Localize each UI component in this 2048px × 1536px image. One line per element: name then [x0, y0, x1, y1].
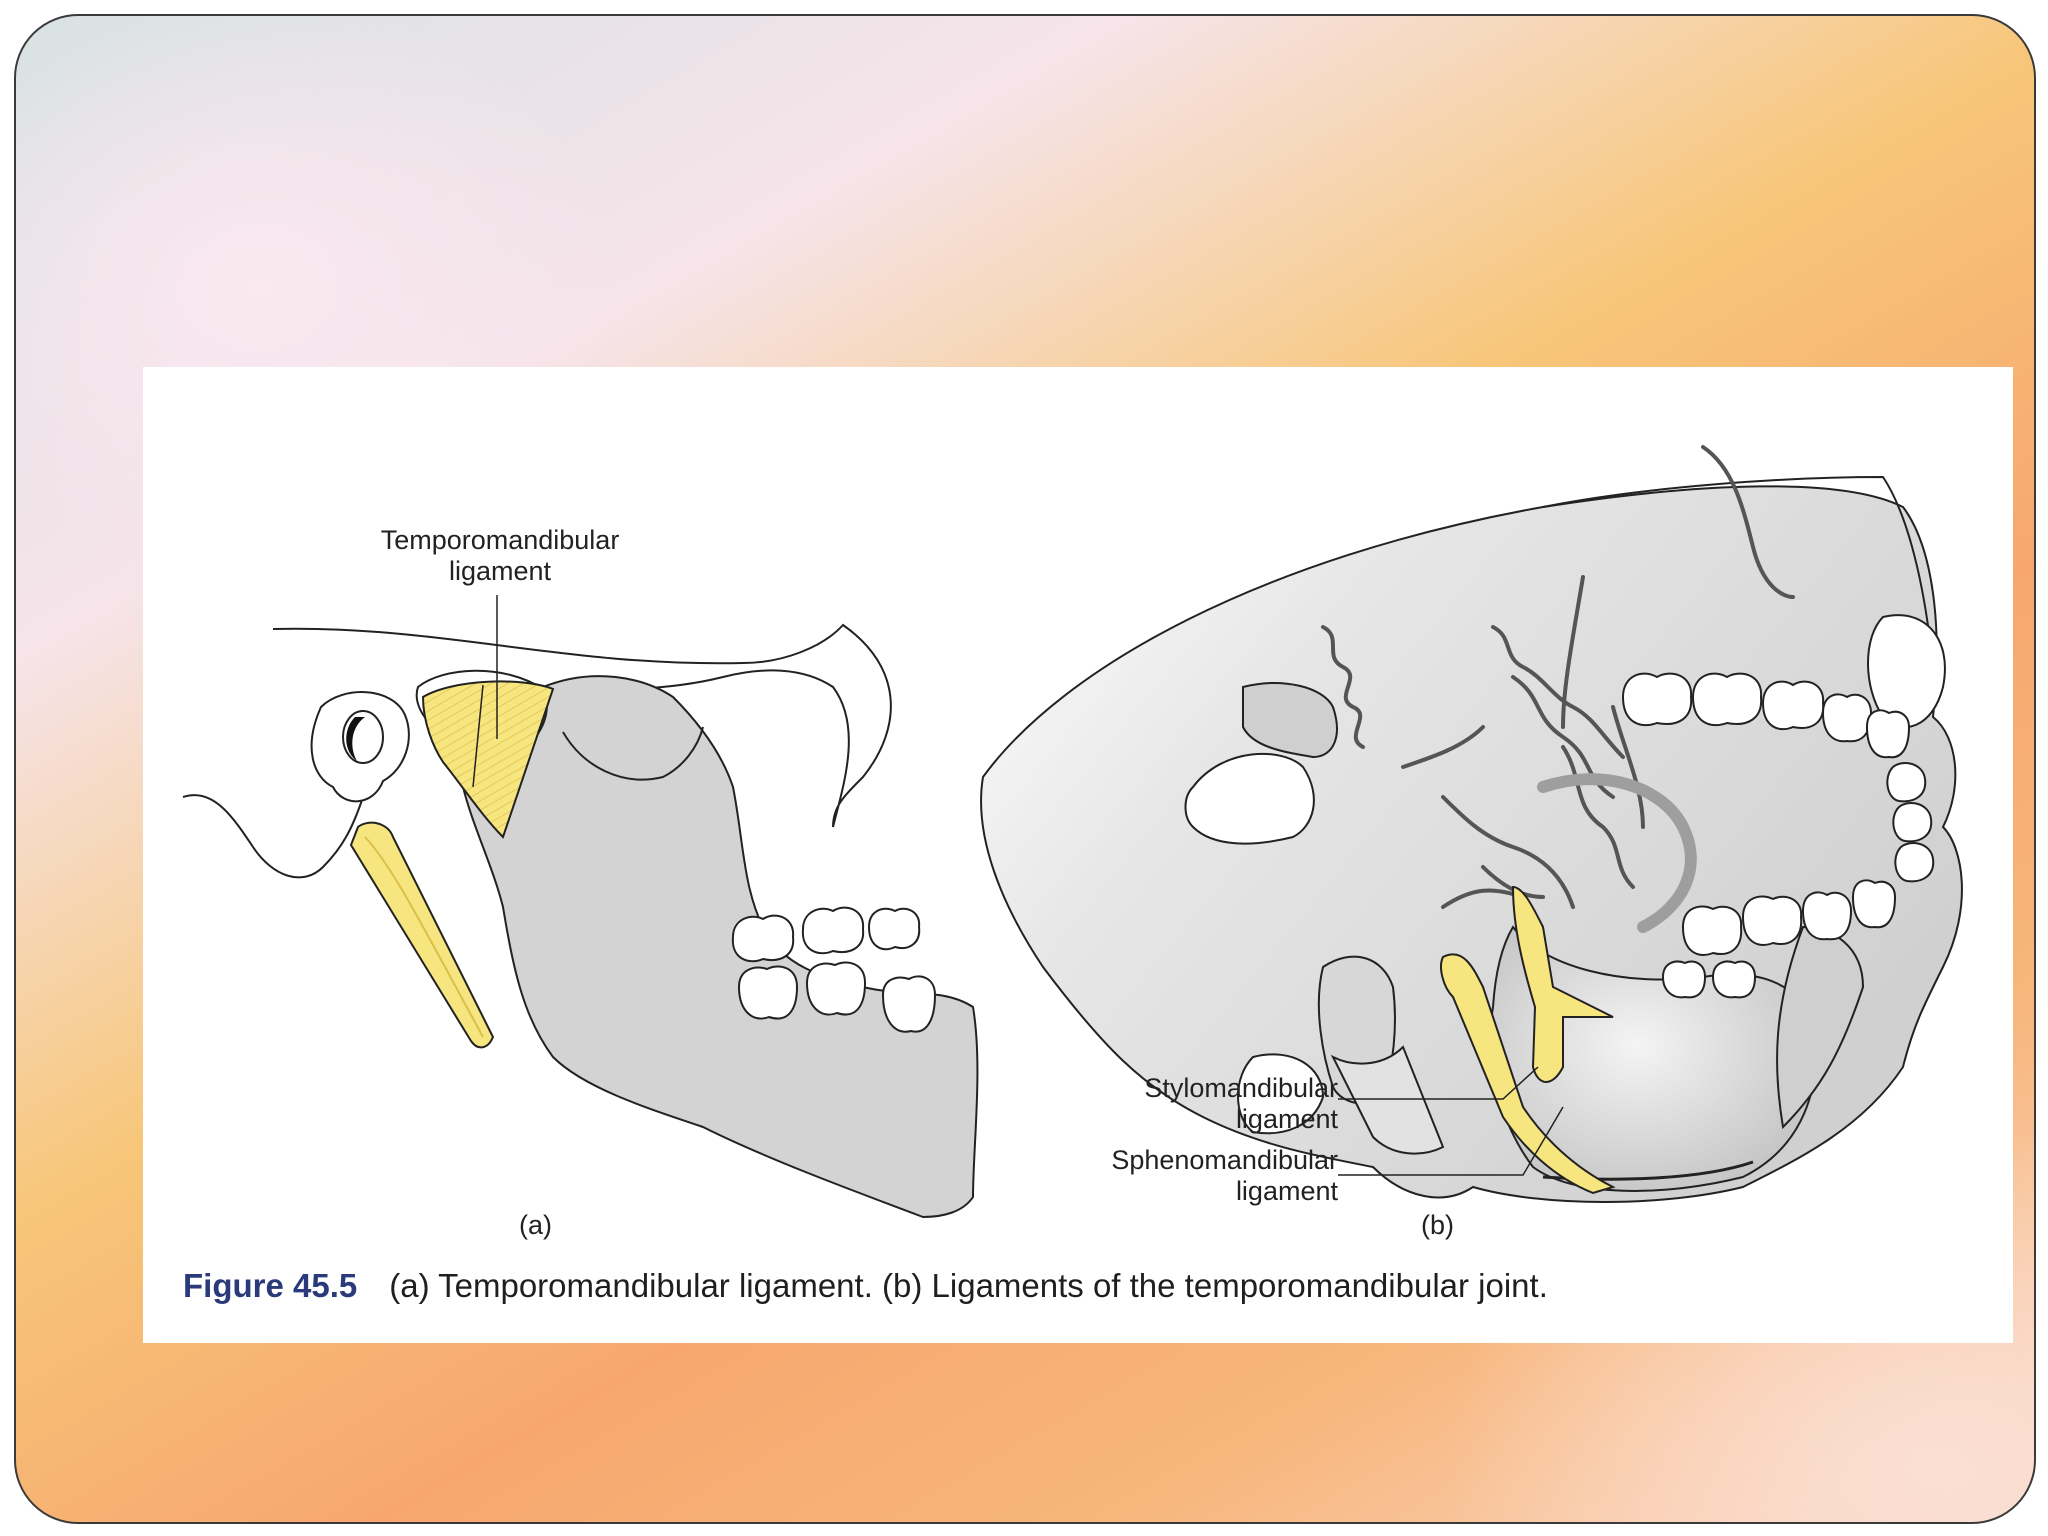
- label-line: Temporomandibular: [380, 525, 620, 555]
- label-line: ligament: [1235, 1104, 1338, 1134]
- label-line: ligament: [448, 556, 552, 586]
- stylomandibular-ligament-label: Stylomandibular ligament: [1083, 1073, 1338, 1135]
- temporomandibular-ligament: [421, 680, 555, 839]
- panel-a-label: (a): [519, 1210, 552, 1240]
- panel-b-skull: [980, 445, 1963, 1203]
- figure-caption-text: (a) Temporomandibular ligament. (b) Liga…: [389, 1267, 1548, 1304]
- panel-b-label: (b): [1421, 1210, 1454, 1240]
- temporomandibular-ligament-label: Temporomandibular ligament: [365, 525, 635, 587]
- anatomy-illustration-icon: [182, 445, 1963, 1219]
- label-line: Stylomandibular: [1144, 1073, 1338, 1103]
- slide-background: Temporomandibular ligament Stylomandibul…: [14, 14, 2036, 1524]
- stylomandibular-ligament: [1440, 953, 1616, 1195]
- figure-panel: Temporomandibular ligament Stylomandibul…: [143, 367, 2013, 1343]
- figure-number: Figure 45.5: [183, 1267, 358, 1304]
- label-line: ligament: [1235, 1176, 1338, 1206]
- sphenomandibular-ligament: [1511, 885, 1614, 1083]
- panel-a-mandible: [182, 595, 979, 1219]
- sphenomandibular-ligament-label: Sphenomandibular ligament: [1053, 1145, 1338, 1207]
- label-line: Sphenomandibular: [1111, 1145, 1338, 1175]
- figure-caption: Figure 45.5 (a) Temporomandibular ligamen…: [183, 1267, 1548, 1305]
